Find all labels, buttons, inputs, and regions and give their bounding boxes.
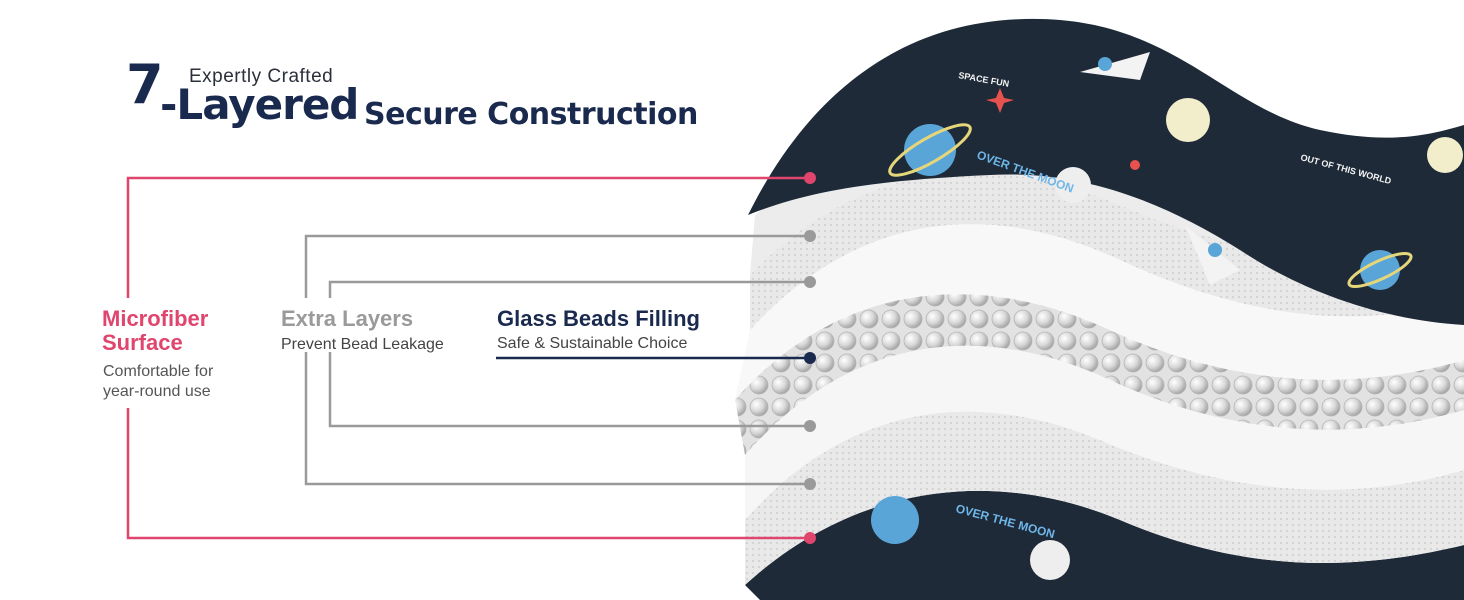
- upper-mesh-layer: [750, 172, 1464, 330]
- glass-beads-title: Glass Beads Filling: [497, 306, 700, 331]
- dot-extra-1: [804, 230, 816, 242]
- dot-extra-4: [804, 478, 816, 490]
- microfiber-callout-top: [126, 176, 810, 298]
- upper-white-layer: [735, 224, 1464, 400]
- microfiber-title: Microfiber Surface: [102, 306, 209, 356]
- dot-microfiber-bottom: [804, 532, 816, 544]
- heading-rest: Secure Construction: [364, 97, 698, 132]
- top-fabric-layer: [748, 18, 1464, 326]
- bottom-fabric-layer: [745, 490, 1464, 600]
- extra-layers-callout-inner: [328, 280, 810, 298]
- dot-glass: [804, 352, 816, 364]
- extra-layers-callout-outer: [304, 234, 810, 298]
- dot-extra-3: [804, 420, 816, 432]
- microfiber-subtitle: Comfortable for year-round use: [103, 363, 214, 400]
- heading-kicker: Expertly Crafted: [189, 66, 334, 87]
- lower-mesh-layer: [745, 411, 1464, 585]
- callout-lines: [126, 176, 810, 540]
- microfiber-callout-bottom: [126, 408, 810, 540]
- fabric-decorations: [871, 52, 1463, 580]
- heading-number: 7: [126, 53, 164, 116]
- callout-dots: [804, 172, 816, 544]
- extra-layers-callout-outer-bottom: [304, 352, 810, 486]
- lower-white-layer: [745, 345, 1464, 520]
- extra-layers-title: Extra Layers: [281, 306, 414, 331]
- dot-extra-2: [804, 276, 816, 288]
- heading-emphasis: -Layered: [160, 80, 359, 129]
- extra-layers-subtitle: Prevent Bead Leakage: [281, 336, 444, 353]
- glass-beads-subtitle: Safe & Sustainable Choice: [497, 335, 688, 352]
- dot-microfiber-top: [804, 172, 816, 184]
- extra-layers-callout-inner-bottom: [328, 352, 810, 428]
- glass-beads-layer: [735, 294, 1464, 455]
